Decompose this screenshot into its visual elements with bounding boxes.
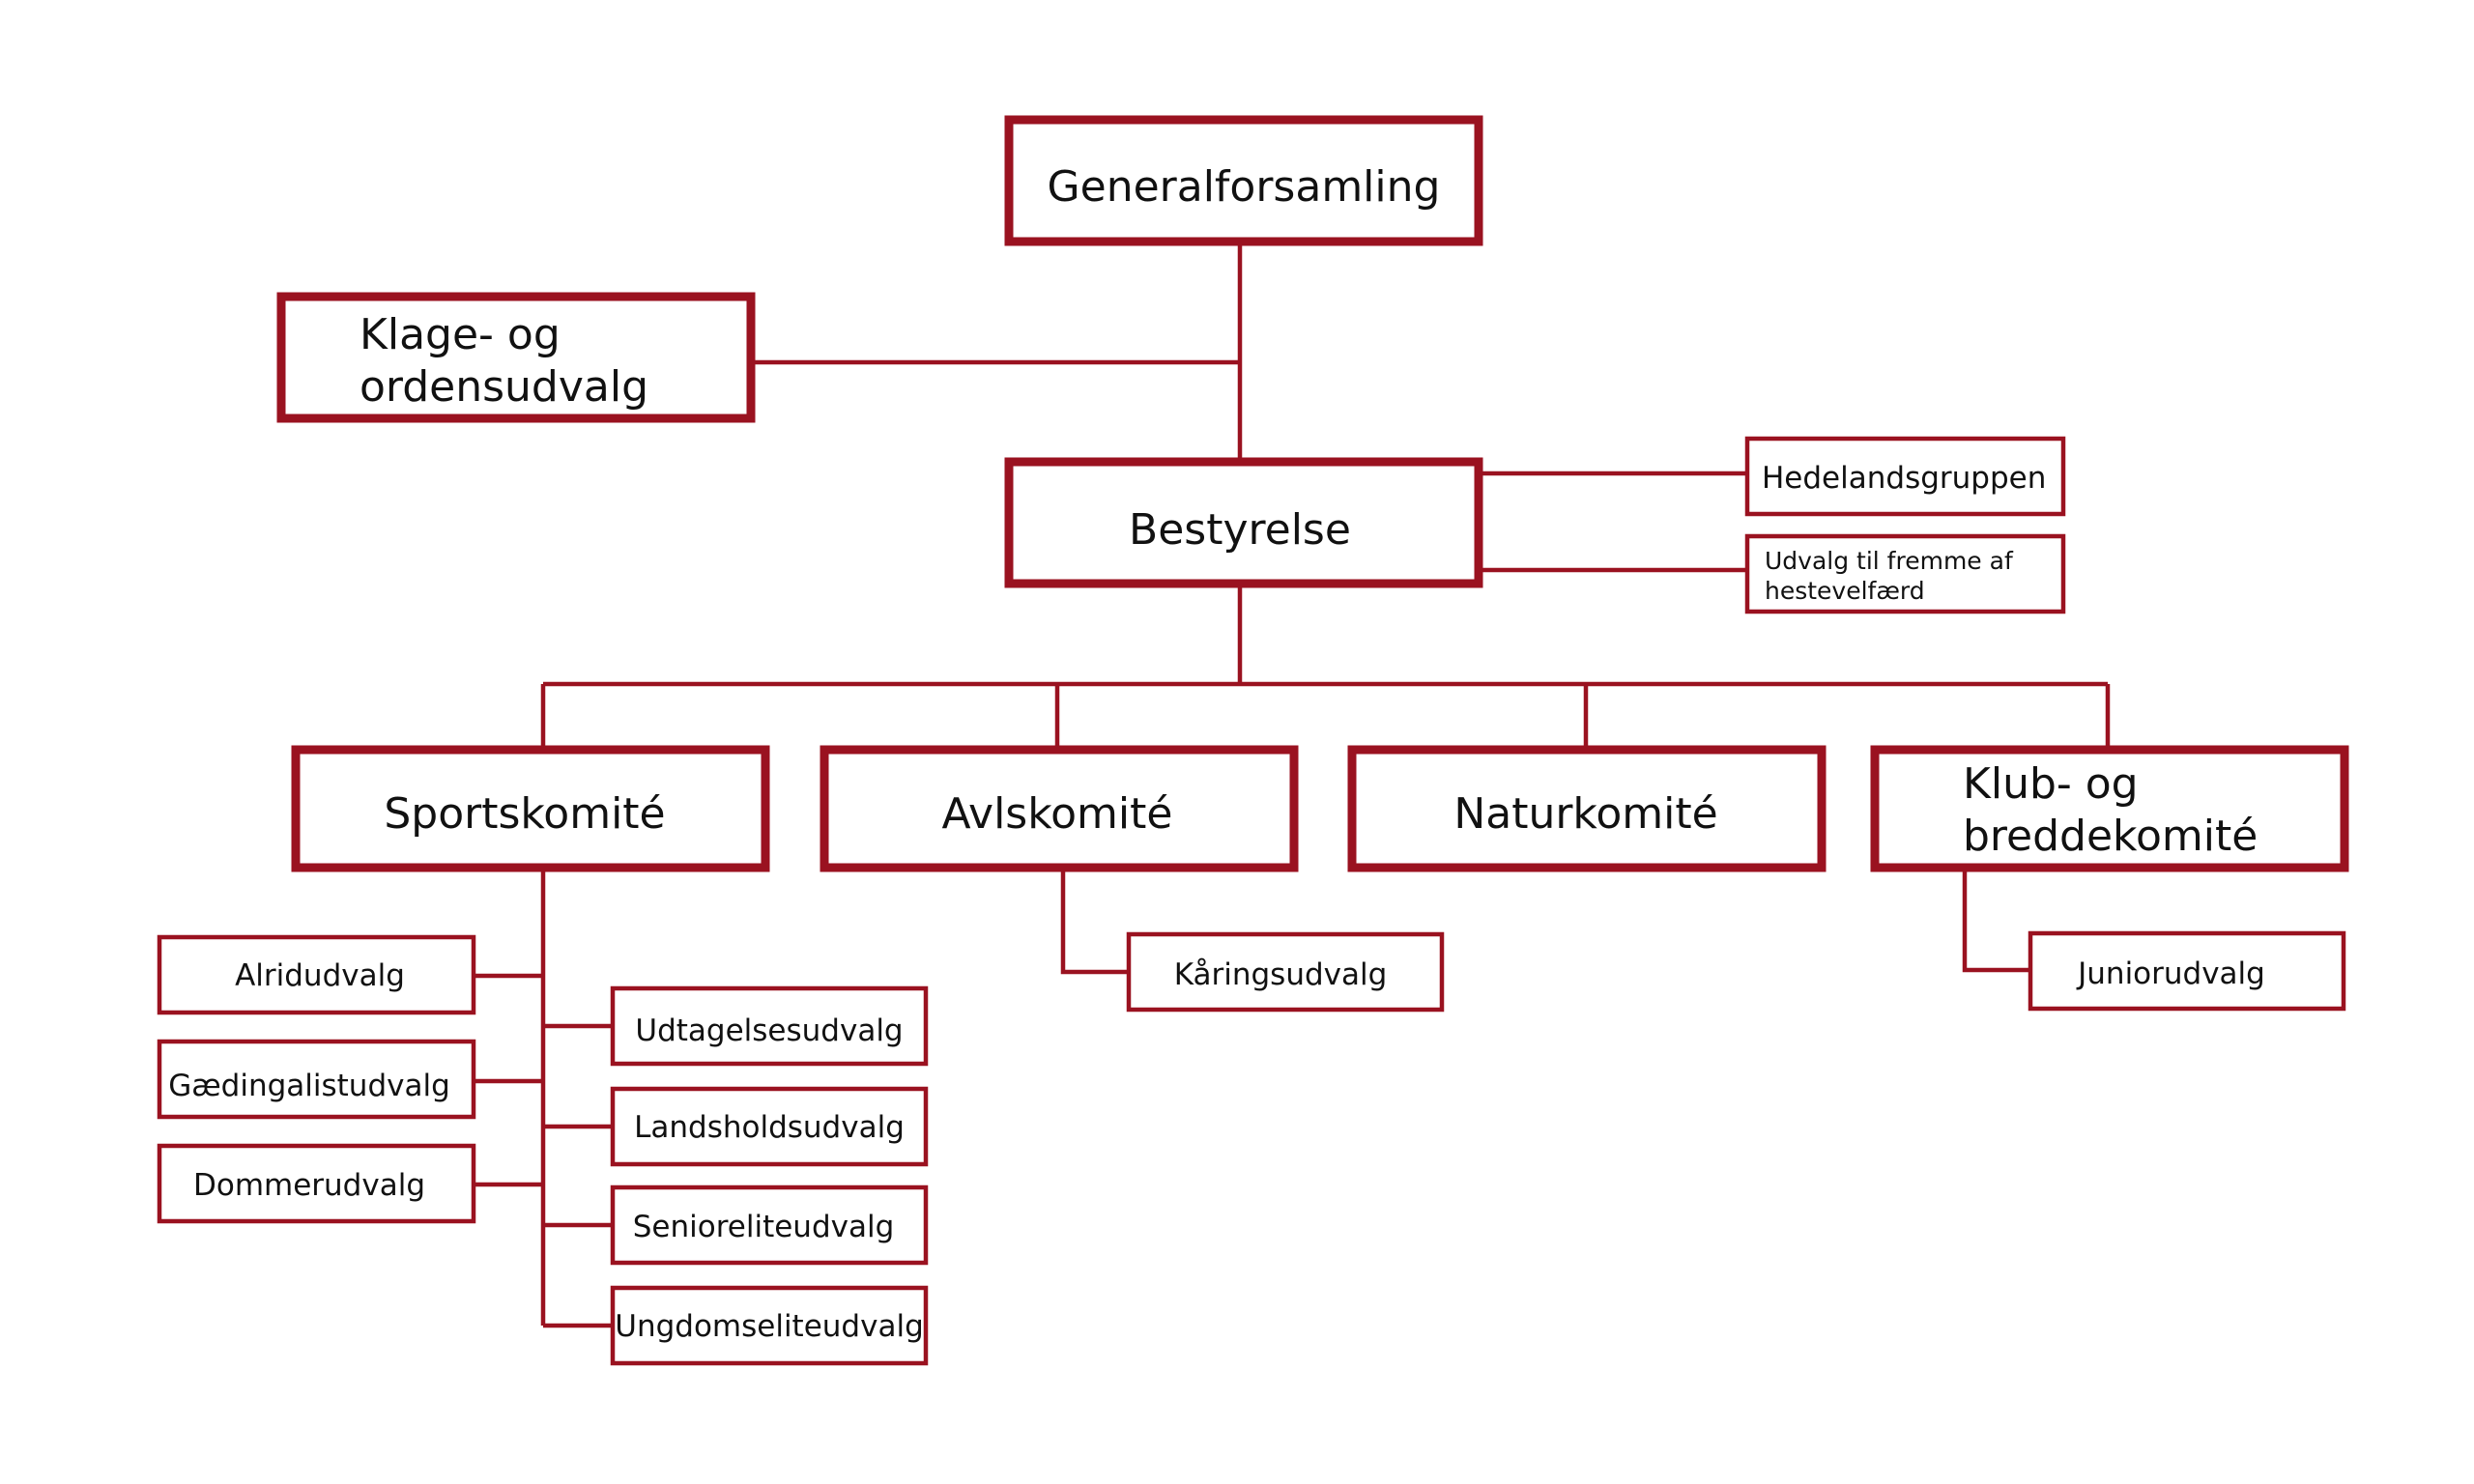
node-label: Udtagelsesudvalg <box>635 1013 903 1048</box>
node-label: Generalforsamling <box>1048 162 1441 212</box>
node-naturkomite: Naturkomité <box>1347 745 1827 872</box>
node-label: Sportskomité <box>384 789 665 839</box>
node-label-line-2: breddekomité <box>1963 812 2258 861</box>
node-avlskomite: Avlskomité <box>820 745 1299 872</box>
node-box <box>1347 745 1827 872</box>
node-label: Hedelandsgruppen <box>1762 461 2046 496</box>
node-box <box>820 745 1299 872</box>
node-box <box>1126 931 1445 1013</box>
node-box <box>276 292 756 423</box>
node-bestyrelse: Bestyrelse <box>1004 457 1483 588</box>
node-box <box>1870 745 2349 872</box>
node-label: Naturkomité <box>1453 789 1717 839</box>
node-label: Ungdomseliteudvalg <box>615 1309 924 1344</box>
node-label-line-2: ordensudvalg <box>360 362 648 412</box>
node-box <box>610 1184 929 1266</box>
node-box <box>157 934 476 1015</box>
node-box <box>610 1285 929 1366</box>
node-senioreliteudvalg: Senioreliteudvalg <box>610 1184 929 1266</box>
connector-karingsudvalg <box>1060 868 1129 975</box>
node-label: Avlskomité <box>942 789 1173 839</box>
node-box <box>1744 533 2066 614</box>
connector-juniorudvalg <box>1962 868 2030 973</box>
node-box <box>610 1086 929 1167</box>
node-karingsudvalg: Kåringsudvalg <box>1126 931 1445 1013</box>
node-label: Alridudvalg <box>235 958 405 993</box>
connectors <box>474 243 2111 1328</box>
node-box <box>1744 436 2066 517</box>
node-box <box>1004 457 1483 588</box>
node-klub-og-breddekomite: Klub- og breddekomité <box>1870 745 2349 872</box>
node-label: Gædingalistudvalg <box>168 1069 450 1103</box>
node-generalforsamling: Generalforsamling <box>1004 115 1483 246</box>
node-box <box>291 745 770 872</box>
node-udvalg-hestevelfaerd: Udvalg til fremme af hestevelfærd <box>1744 533 2066 614</box>
node-box <box>1004 115 1483 246</box>
node-dommerudvalg: Dommerudvalg <box>157 1143 476 1224</box>
node-gaedingalistudvalg: Gædingalistudvalg <box>157 1039 476 1120</box>
node-box <box>157 1039 476 1120</box>
node-box <box>2028 930 2346 1012</box>
node-landsholdsudvalg: Landsholdsudvalg <box>610 1086 929 1167</box>
node-juniorudvalg: Juniorudvalg <box>2028 930 2346 1012</box>
node-label: Bestyrelse <box>1129 505 1351 555</box>
node-hedelandsgruppen: Hedelandsgruppen <box>1744 436 2066 517</box>
node-sportskomite: Sportskomité <box>291 745 770 872</box>
node-label: Dommerudvalg <box>193 1168 425 1203</box>
node-box <box>610 985 929 1067</box>
node-label-line-1: Klage- og <box>360 310 561 359</box>
node-label: Senioreliteudvalg <box>633 1210 895 1244</box>
node-alridudvalg: Alridudvalg <box>157 934 476 1015</box>
node-ungdomseliteudvalg: Ungdomseliteudvalg <box>610 1285 929 1366</box>
node-box <box>157 1143 476 1224</box>
node-klage-og-ordensudvalg: Klage- og ordensudvalg <box>276 292 756 423</box>
node-label-line-1: Klub- og <box>1963 759 2139 809</box>
node-label: Landsholdsudvalg <box>634 1110 905 1145</box>
node-label-line-2: hestevelfærd <box>1765 577 1925 605</box>
node-label: Juniorudvalg <box>2076 956 2265 991</box>
node-label-line-1: Udvalg til fremme af <box>1765 547 2014 575</box>
node-label: Kåringsudvalg <box>1174 957 1388 992</box>
node-udtagelsesudvalg: Udtagelsesudvalg <box>610 985 929 1067</box>
